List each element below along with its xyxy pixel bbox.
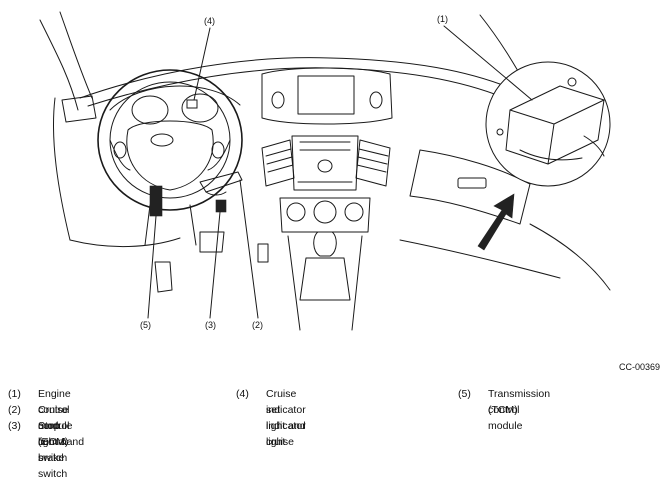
ecm-bolt-left xyxy=(496,128,504,136)
steering-emblem xyxy=(150,133,174,147)
legend-text: Transmission control module xyxy=(488,388,551,432)
climate-panel xyxy=(279,197,371,233)
leader-1 xyxy=(443,25,533,101)
center-vent-left xyxy=(261,139,295,187)
callout-1: (1) xyxy=(437,14,448,24)
steering-button-left xyxy=(113,141,127,159)
glovebox xyxy=(409,149,531,225)
leader-3 xyxy=(209,211,221,319)
dashboard-line-drawing: (1) (2) (3) (4) (5) xyxy=(39,11,611,331)
audio-knob xyxy=(317,159,333,173)
display-knob-left xyxy=(271,91,285,109)
callout-2: (2) xyxy=(252,320,263,330)
steering-hub xyxy=(126,120,214,191)
climate-knob-left xyxy=(286,202,306,222)
clutch-area xyxy=(154,261,173,293)
left-dash-lower xyxy=(69,237,181,248)
ecm-connector-harness xyxy=(519,135,605,161)
stop-light-switch xyxy=(215,199,227,213)
steering-spoke-left xyxy=(109,139,131,171)
legend-text: set indicator light xyxy=(266,404,306,448)
legend-text: Stop light & brake switch xyxy=(38,420,68,480)
cruise-indicator-light xyxy=(186,99,198,109)
leader-5 xyxy=(147,215,157,319)
a-pillar-left xyxy=(59,11,93,99)
vent-slats-right xyxy=(356,148,389,173)
cruise-command-switch xyxy=(199,171,243,193)
leader-2 xyxy=(239,179,259,319)
figure-code: CC-00369 xyxy=(618,362,660,372)
center-display-screen xyxy=(297,75,355,115)
cluster-hood xyxy=(109,85,241,111)
legend-num: (1) xyxy=(8,388,21,400)
ecm-detail-circle xyxy=(485,61,611,187)
steering-wheel-outer xyxy=(97,69,243,211)
legend-num: (2) xyxy=(8,404,21,416)
center-display-bezel xyxy=(261,67,393,125)
callout-5: (5) xyxy=(140,320,151,330)
steering-spoke-right xyxy=(207,139,231,171)
center-console xyxy=(287,235,363,331)
legend: (1) Engine control module (ECM) (2) Crui… xyxy=(8,386,668,480)
brake-pedal xyxy=(199,231,225,253)
dash-top-contour-inner xyxy=(87,67,506,107)
right-dash-lower xyxy=(399,239,561,279)
legend-num: (3) xyxy=(8,420,21,432)
legend-text: (TCM) xyxy=(488,404,518,416)
steering-wheel-inner xyxy=(109,81,231,199)
callout-3: (3) xyxy=(205,320,216,330)
legend-num: (5) xyxy=(458,388,471,400)
gauge-right xyxy=(181,93,219,123)
legend-num: (4) xyxy=(236,388,249,400)
steering-column xyxy=(144,204,197,246)
gauge-left xyxy=(131,95,169,125)
ecm-module-top xyxy=(509,99,605,165)
right-footwell xyxy=(529,223,611,291)
leader-4 xyxy=(193,27,211,101)
dash-top-contour xyxy=(79,57,521,99)
windshield-edge xyxy=(39,19,79,111)
detail-arrow xyxy=(477,193,515,251)
left-dash-side xyxy=(53,97,71,241)
cruise-switch-stalk xyxy=(205,191,227,196)
tcm-module xyxy=(149,185,163,217)
display-knob-right xyxy=(369,91,383,109)
ecm-module-box xyxy=(505,85,605,165)
vent-slats-left xyxy=(265,148,294,173)
gear-shift-boot xyxy=(299,257,351,301)
callout-4: (4) xyxy=(204,16,215,26)
climate-knob-right xyxy=(344,202,364,222)
ecm-bolt-top xyxy=(567,77,577,87)
climate-knob-center xyxy=(313,200,337,224)
glovebox-latch xyxy=(457,177,487,189)
audio-controls xyxy=(297,141,353,183)
steering-button-right xyxy=(211,141,225,159)
left-vent xyxy=(61,95,97,123)
audio-unit xyxy=(291,135,359,191)
gear-shift-knob xyxy=(313,231,337,257)
accelerator-pedal xyxy=(257,243,269,263)
